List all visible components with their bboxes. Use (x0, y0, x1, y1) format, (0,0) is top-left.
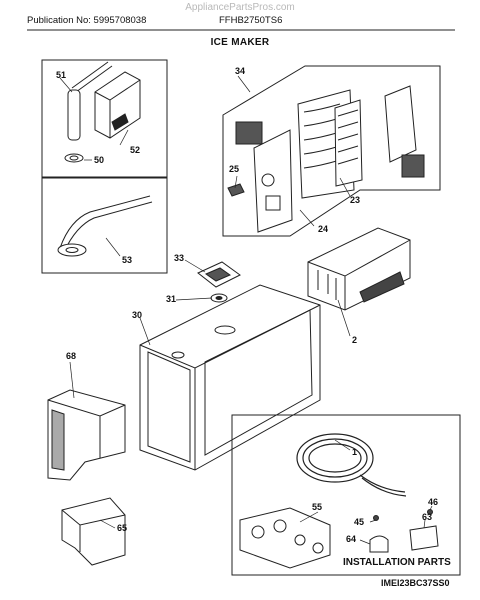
inset-box-grommet (41, 177, 168, 274)
callout-50: 50 (94, 155, 105, 165)
callout-33: 33 (174, 253, 185, 263)
callout-24: 24 (318, 224, 329, 234)
tube-clamp (369, 535, 389, 553)
installation-parts-label: INSTALLATION PARTS (343, 557, 451, 568)
callout-1: 1 (352, 447, 358, 457)
water-valve (239, 507, 331, 569)
callout-25: 25 (229, 164, 240, 174)
callout-23: 23 (350, 195, 361, 205)
callout-68: 68 (66, 351, 77, 361)
callout-34: 34 (235, 66, 246, 76)
leader-lines (59, 75, 433, 545)
ice-maker-mold-assembly (222, 65, 441, 237)
inset-box-fill-tube (41, 59, 168, 178)
mounting-clip (409, 525, 439, 551)
water-tube-grommet (57, 195, 153, 257)
bottom-bracket (61, 497, 126, 566)
model-number: FFHB2750TS6 (219, 15, 283, 26)
callout-30: 30 (132, 310, 143, 320)
page-title: ICE MAKER (210, 37, 270, 48)
screws (373, 509, 433, 521)
fill-tube-assembly (64, 61, 113, 163)
installation-parts-box (231, 414, 461, 576)
callout-2: 2 (352, 335, 358, 345)
ice-maker-housing (139, 284, 321, 471)
callout-65: 65 (117, 523, 128, 533)
callout-53: 53 (122, 255, 133, 265)
callout-52: 52 (130, 145, 141, 155)
front-cover (47, 389, 126, 481)
grommet-ring (210, 293, 228, 303)
callout-63: 63 (422, 512, 433, 522)
water-line-coil (296, 433, 407, 497)
callout-55: 55 (312, 502, 323, 512)
callout-64: 64 (346, 534, 357, 544)
fill-tube-heater (94, 71, 141, 139)
publication-number: Publication No: 5995708038 (27, 15, 147, 26)
watermark: AppliancePartsPros.com (185, 2, 295, 13)
ice-maker-unit (307, 227, 411, 311)
callout-45: 45 (354, 517, 365, 527)
part-code: IMEI23BC37SS0 (381, 578, 450, 588)
callout-31: 31 (166, 294, 177, 304)
callout-51: 51 (56, 70, 67, 80)
insulation-pad (197, 261, 241, 288)
callout-46: 46 (428, 497, 439, 507)
